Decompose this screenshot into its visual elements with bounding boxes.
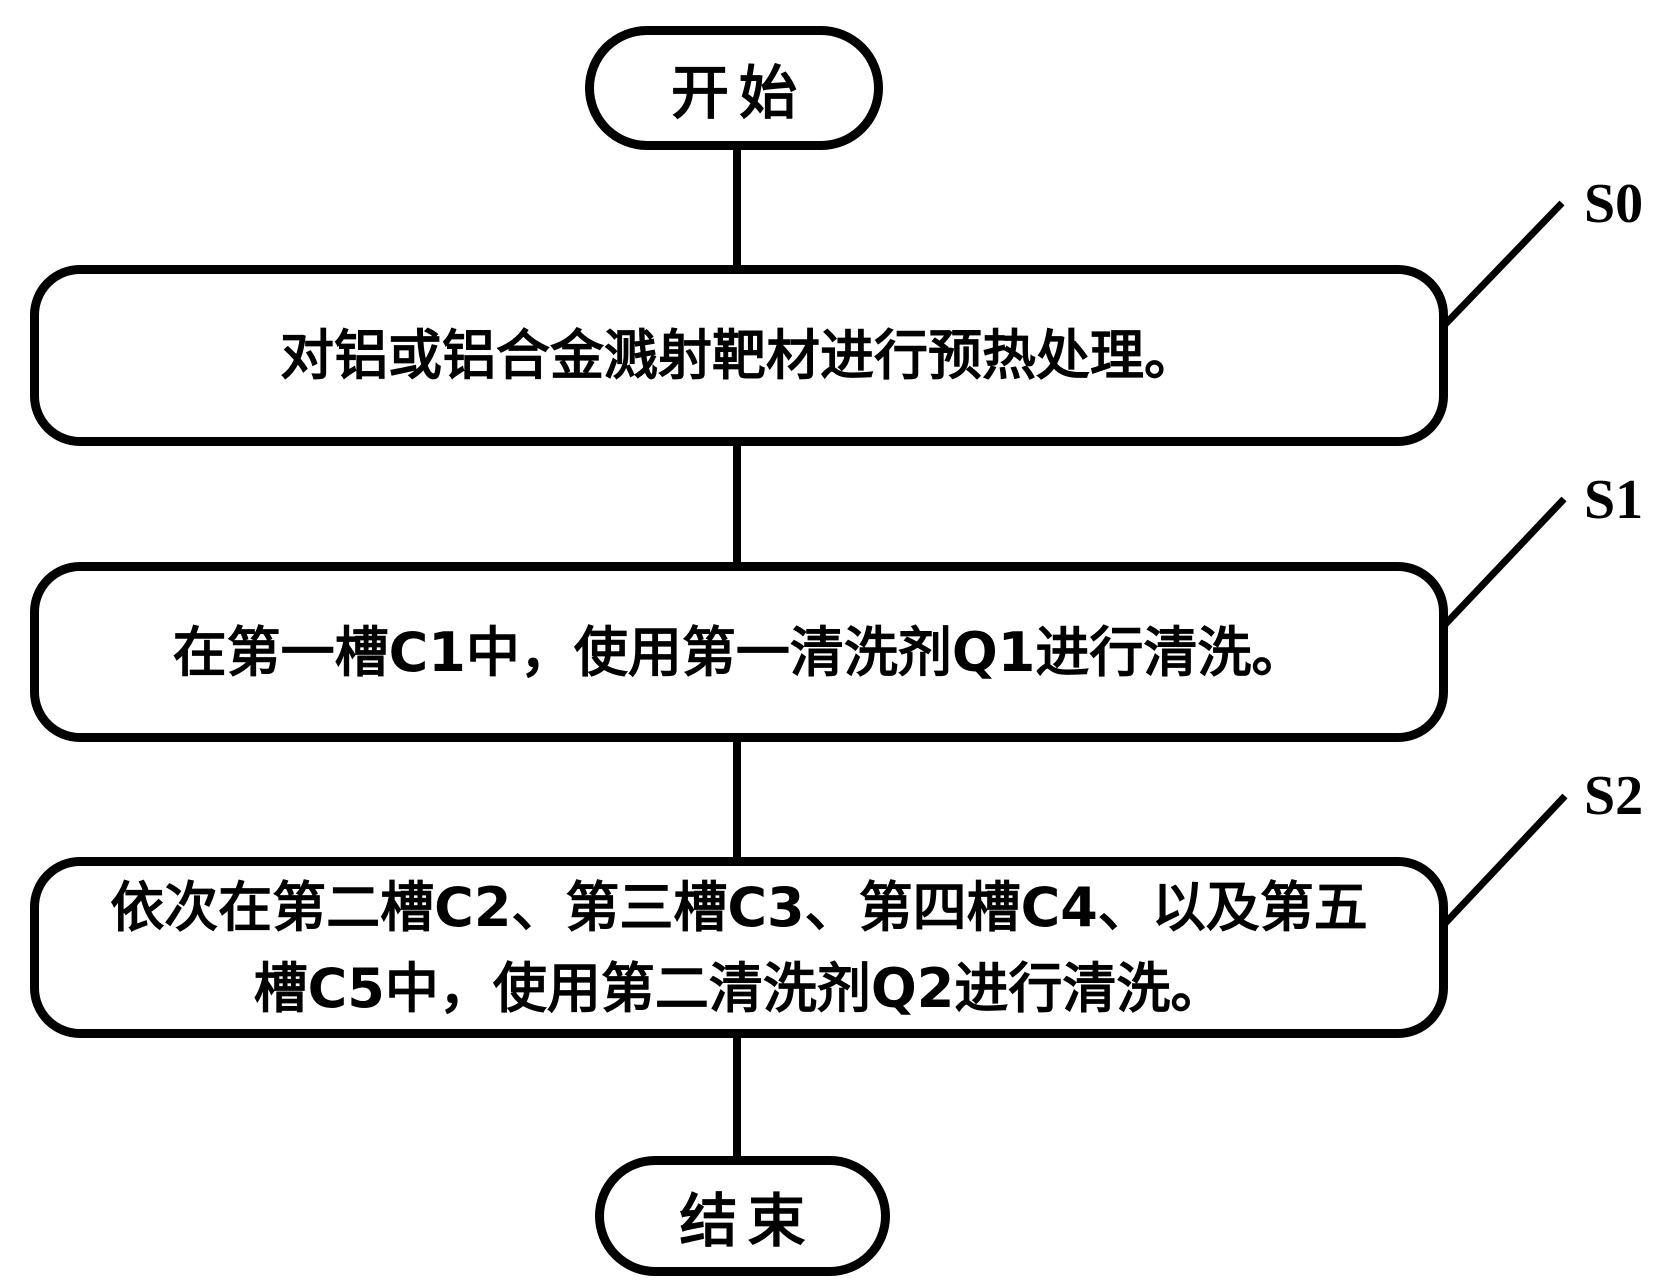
step-text-s0: 对铝或铝合金溅射靶材进行预热处理。 xyxy=(280,324,1198,387)
step-label-s0: S0 xyxy=(1584,173,1644,235)
step-box-s1: 在第一槽C1中，使用第一清洗剂Q1进行清洗。 xyxy=(30,562,1448,742)
step-box-s0: 对铝或铝合金溅射靶材进行预热处理。 xyxy=(30,265,1448,446)
step-box-s2: 依次在第二槽C2、第三槽C3、第四槽C4、以及第五 槽C5中，使用第二清洗剂Q2… xyxy=(30,857,1448,1038)
step-text-s1: 在第一槽C1中，使用第一清洗剂Q1进行清洗。 xyxy=(172,620,1306,684)
step-label-s1: S1 xyxy=(1584,469,1644,531)
end-label: 结束 xyxy=(679,1187,816,1255)
step-text-s2-line2: 槽C5中，使用第二清洗剂Q2进行清洗。 xyxy=(253,956,1225,1020)
connector-s0-to-s1 xyxy=(733,443,741,565)
connector-s1-to-s2 xyxy=(733,740,741,860)
connector-start-to-s0 xyxy=(733,146,741,268)
start-terminal: 开始 xyxy=(585,26,883,150)
step-text-s2-line1: 依次在第二槽C2、第三槽C3、第四槽C4、以及第五 xyxy=(110,875,1368,939)
start-label: 开始 xyxy=(670,59,807,127)
connector-s2-to-end xyxy=(733,1035,741,1159)
end-terminal: 结束 xyxy=(595,1156,890,1276)
step-label-s2: S2 xyxy=(1584,765,1644,827)
